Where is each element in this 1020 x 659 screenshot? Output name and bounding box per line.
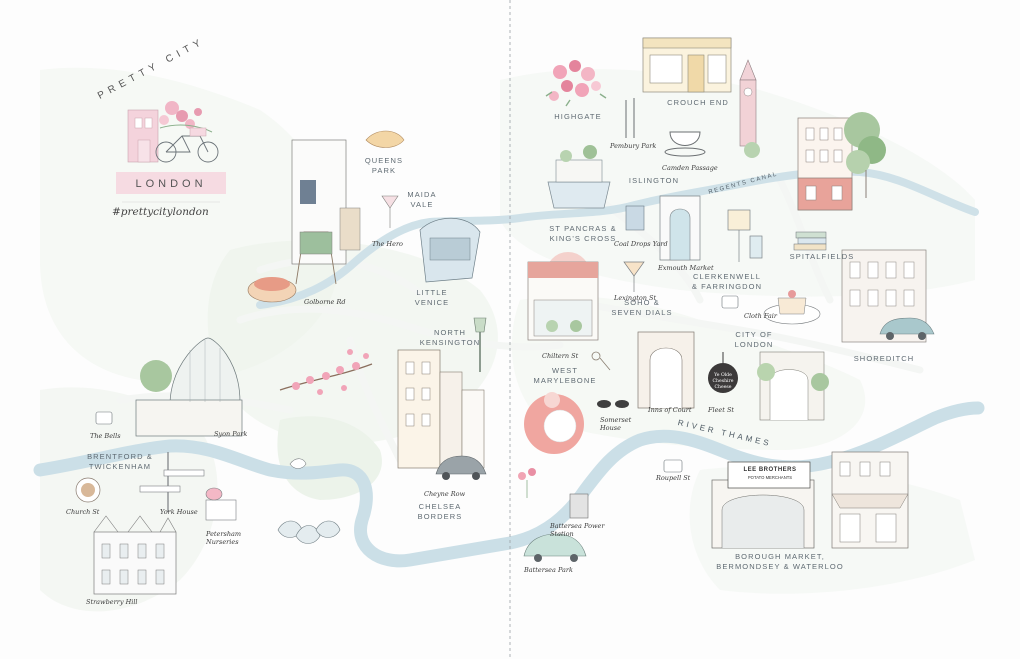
spitalfields-building <box>797 112 886 211</box>
area-maida-vale-line2: VALE <box>410 200 434 209</box>
place-inns-of-court: Inns of Court <box>648 406 692 414</box>
title-illustration <box>116 101 226 203</box>
area-soho-line2: SEVEN DIALS <box>611 308 673 317</box>
lamppost <box>473 317 487 372</box>
area-st-pancras-line1: ST PANCRAS & <box>549 224 617 233</box>
area-north-kensington-line1: NORTH <box>433 328 467 337</box>
area-brentford-line2: TWICKENHAM <box>88 462 152 471</box>
syon-conservatory <box>95 337 243 437</box>
place-york-house: York House <box>160 508 198 516</box>
brentford-scene <box>75 452 341 595</box>
place-somerset-house: Somerset House <box>600 416 632 432</box>
cheshire-cheese-sign <box>708 352 738 393</box>
place-coal-drops-yard: Coal Drops Yard <box>614 240 668 248</box>
lee-brothers-sign: LEE BROTHERS <box>743 467 797 473</box>
area-crouch-end: CROUCH END <box>667 98 729 107</box>
chelsea-terrace <box>289 349 487 480</box>
area-city-line2: LONDON <box>734 340 774 349</box>
sunglasses <box>597 400 629 408</box>
battersea-items <box>518 459 683 562</box>
place-the-hero: The Hero <box>372 240 403 248</box>
area-maida-vale-line1: MAIDA <box>407 190 437 199</box>
area-queens-park-line2: PARK <box>371 166 397 175</box>
place-lexington-st: Lexington St <box>614 294 657 302</box>
clock-tower <box>739 59 760 158</box>
area-north-kensington-line2: KENSINGTON <box>419 338 481 347</box>
marylebone-items <box>524 351 611 454</box>
area-clerkenwell-line2: & FARRINGDON <box>691 282 763 291</box>
area-queens-park-line1: QUEENS <box>364 156 404 165</box>
shoreditch-terrace <box>841 249 935 343</box>
place-battersea-park: Battersea Park <box>524 566 573 574</box>
cafe-table <box>727 209 763 262</box>
place-syon-park: Syon Park <box>214 430 248 438</box>
place-the-bells: The Bells <box>90 432 121 440</box>
area-little-venice-line1: LITTLE <box>416 288 448 297</box>
hashtag: #prettycitylondon <box>112 206 209 218</box>
area-highgate: HIGHGATE <box>554 112 602 121</box>
cherry-blossom <box>279 349 373 395</box>
area-little-venice-line2: VENICE <box>414 298 450 307</box>
area-shoreditch: SHOREDITCH <box>853 354 915 363</box>
waterloo-pub <box>831 451 909 549</box>
borough-market <box>711 461 815 549</box>
cutlery-teacup <box>625 98 706 157</box>
place-cheyne-row: Cheyne Row <box>424 490 466 498</box>
books <box>793 231 827 251</box>
area-soho-line1: SOHO & <box>624 298 660 307</box>
cocktail <box>623 261 645 292</box>
area-borough-line2: BERMONDSEY & WATERLOO <box>716 562 844 571</box>
area-borough-line1: BOROUGH MARKET, <box>735 552 825 561</box>
fleet-street-arch <box>757 351 829 421</box>
place-chiltern-st: Chiltern St <box>542 352 579 360</box>
area-st-pancras-line2: KING'S CROSS <box>549 234 617 243</box>
area-islington: ISLINGTON <box>628 176 680 185</box>
place-battersea-power-station: Battersea Power Station <box>550 522 605 538</box>
area-west-marylebone-line1: WEST <box>551 366 579 375</box>
area-west-marylebone-line2: MARYLEBONE <box>533 376 597 385</box>
place-fleet-st: Fleet St <box>708 406 735 414</box>
area-city-line1: CITY OF <box>735 330 773 339</box>
crouch-end-shop <box>642 37 732 93</box>
golborne-scene <box>247 130 481 303</box>
place-cloth-fair: Cloth Fair <box>744 312 777 320</box>
place-exmouth-market: Exmouth Market <box>658 264 714 272</box>
place-pembury-park: Pembury Park <box>610 142 657 150</box>
title-city: LONDON <box>135 178 207 190</box>
place-petersham-nurseries: Petersham Nurseries <box>206 530 242 546</box>
kings-cross-boat <box>547 145 645 231</box>
clerkenwell-door <box>659 195 701 261</box>
area-brentford-line1: BRENTFORD & <box>87 452 153 461</box>
city-cake <box>721 290 821 325</box>
soho-shop <box>527 252 599 341</box>
place-golborne-rd: Golborne Rd <box>304 298 346 306</box>
place-strawberry-hill: Strawberry Hill <box>86 598 138 606</box>
place-roupell-st: Roupell St <box>656 474 691 482</box>
cheshire-cheese-text: Ye Olde Cheshire Cheese <box>712 373 734 390</box>
potato-merchants-sign: POTATO MERCHANTS <box>747 475 793 480</box>
inns-of-court-arch <box>637 331 695 409</box>
roses-illustration <box>545 60 607 107</box>
area-spitalfields: SPITALFIELDS <box>789 252 855 261</box>
river-thames <box>33 401 985 568</box>
area-chelsea-line1: CHELSEA <box>418 502 462 511</box>
area-chelsea-line2: BORDERS <box>417 512 463 521</box>
area-clerkenwell-line1: CLERKENWELL <box>693 272 761 281</box>
place-church-st: Church St <box>66 508 100 516</box>
place-camden-passage: Camden Passage <box>662 164 718 172</box>
